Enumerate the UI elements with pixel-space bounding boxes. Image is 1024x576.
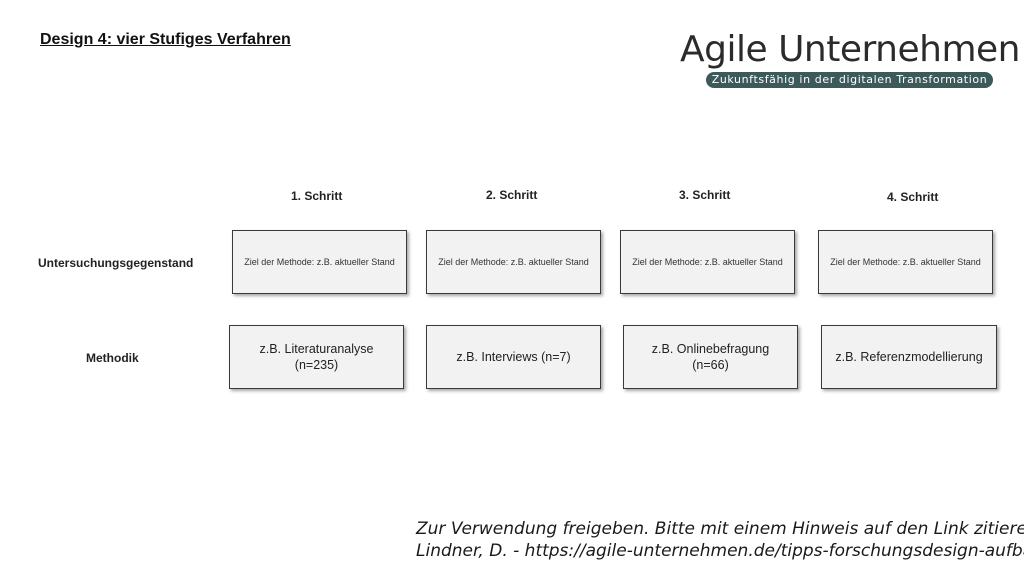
goal-box-step-1: Ziel der Methode: z.B. aktueller Stand (232, 230, 407, 294)
goal-box-text: Ziel der Methode: z.B. aktueller Stand (632, 257, 783, 267)
citation-line-1: Zur Verwendung freigeben. Bitte mit eine… (416, 519, 1024, 539)
goal-box-text: Ziel der Methode: z.B. aktueller Stand (438, 257, 589, 267)
row-label-method: Methodik (86, 351, 139, 365)
citation-note: Zur Verwendung freigeben. Bitte mit eine… (416, 518, 1024, 562)
goal-box-step-3: Ziel der Methode: z.B. aktueller Stand (620, 230, 795, 294)
logo-tagline-bar: Zukunftsfähig in der digitalen Transform… (706, 72, 993, 88)
step-2-header: 2. Schritt (486, 188, 538, 202)
step-4-header: 4. Schritt (887, 190, 939, 204)
method-box-step-3: z.B. Onlinebefragung (n=66) (623, 325, 798, 389)
step-3-header: 3. Schritt (679, 188, 731, 202)
method-box-step-2: z.B. Interviews (n=7) (426, 325, 601, 389)
goal-box-step-2: Ziel der Methode: z.B. aktueller Stand (426, 230, 601, 294)
logo-tagline: Zukunftsfähig in der digitalen Transform… (711, 73, 988, 86)
logo-name: Agile Unternehmen (680, 29, 1021, 70)
method-box-text: z.B. Literaturanalyse (n=235) (259, 342, 374, 372)
agile-unternehmen-logo: Agile Unternehmen Zukunftsfähig in der d… (680, 30, 1021, 90)
method-box-step-4: z.B. Referenzmodellierung (821, 325, 997, 389)
slide-title: Design 4: vier Stufiges Verfahren (40, 31, 291, 48)
method-box-step-1: z.B. Literaturanalyse (n=235) (229, 325, 404, 389)
method-box-text: z.B. Onlinebefragung (n=66) (651, 342, 770, 372)
method-box-text: z.B. Interviews (n=7) (456, 350, 571, 364)
method-box-text: z.B. Referenzmodellierung (835, 350, 983, 364)
goal-box-step-4: Ziel der Methode: z.B. aktueller Stand (818, 230, 993, 294)
citation-line-2: Lindner, D. - https://agile-unternehmen.… (416, 541, 1024, 561)
step-1-header: 1. Schritt (291, 189, 343, 203)
goal-box-text: Ziel der Methode: z.B. aktueller Stand (244, 257, 395, 267)
goal-box-text: Ziel der Methode: z.B. aktueller Stand (830, 257, 981, 267)
row-label-subject: Untersuchungsgegenstand (38, 256, 194, 270)
